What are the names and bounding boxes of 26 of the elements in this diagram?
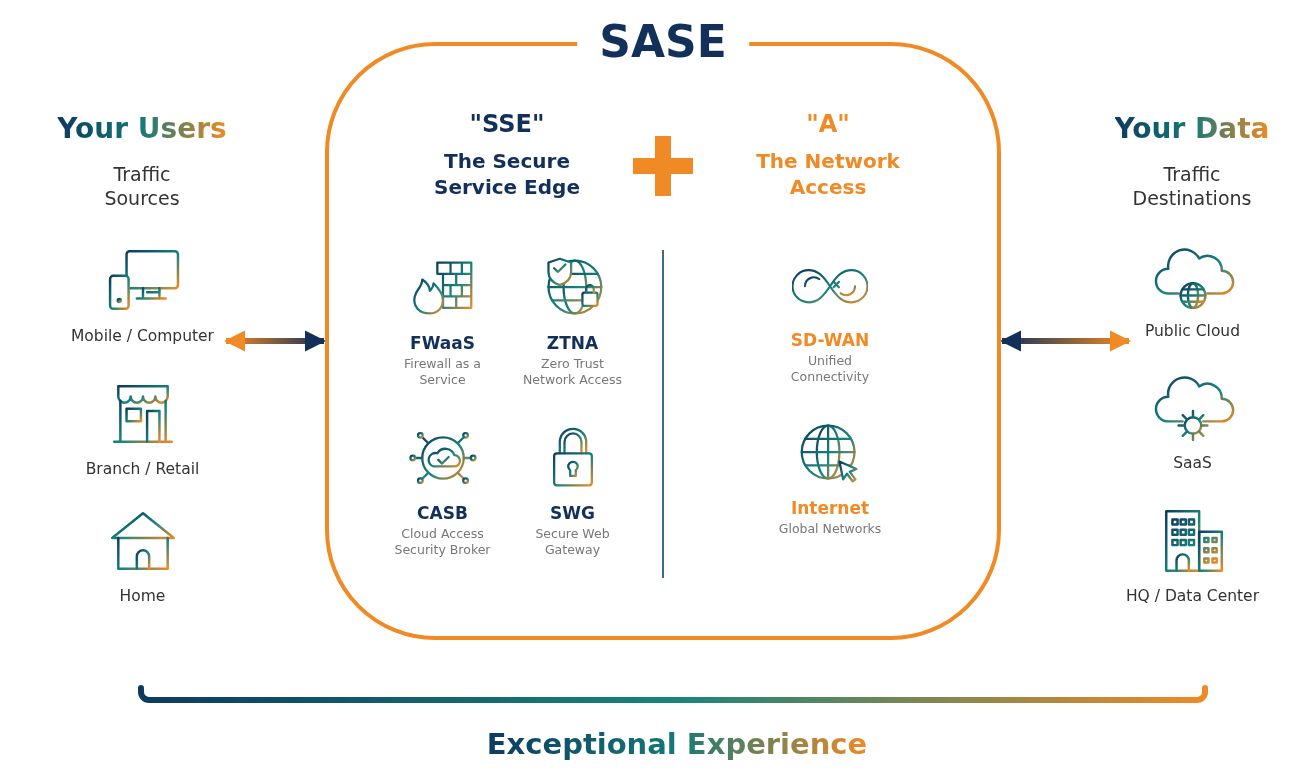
section-subtitle: The Network Access xyxy=(755,148,901,200)
item-description: Zero Trust Network Access xyxy=(522,356,623,389)
item-title: ZTNA xyxy=(546,333,599,353)
item-description: Global Networks xyxy=(777,521,883,538)
section-subtitle: Traffic Destinations xyxy=(1131,163,1253,211)
item-label: Public Cloud xyxy=(1144,322,1241,340)
item-title: SD-WAN xyxy=(790,329,870,350)
item-label: Branch / Retail xyxy=(85,460,200,478)
section-subtitle: The Secure Service Edge xyxy=(433,148,581,200)
item-label: Home xyxy=(119,587,166,605)
double-arrow xyxy=(223,330,327,352)
item-description: Secure Web Gateway xyxy=(534,526,611,559)
item-description: Unified Connectivity xyxy=(789,352,871,385)
section-heading: "A" xyxy=(806,110,850,138)
double-arrow xyxy=(999,330,1132,352)
item-title: FWaaS xyxy=(410,333,475,353)
item-description: Cloud Access Security Broker xyxy=(393,526,492,559)
item-label: SaaS xyxy=(1173,454,1212,472)
item-description: Firewall as a Service xyxy=(403,356,482,389)
section-subtitle: Traffic Sources xyxy=(103,163,181,211)
item-title: Internet xyxy=(790,498,870,518)
item-title: CASB xyxy=(417,503,468,523)
item-label: HQ / Data Center xyxy=(1125,587,1259,605)
section-heading: "SSE" xyxy=(469,110,545,138)
item-title: SWG xyxy=(550,503,595,523)
item-label: Mobile / Computer xyxy=(71,327,214,345)
